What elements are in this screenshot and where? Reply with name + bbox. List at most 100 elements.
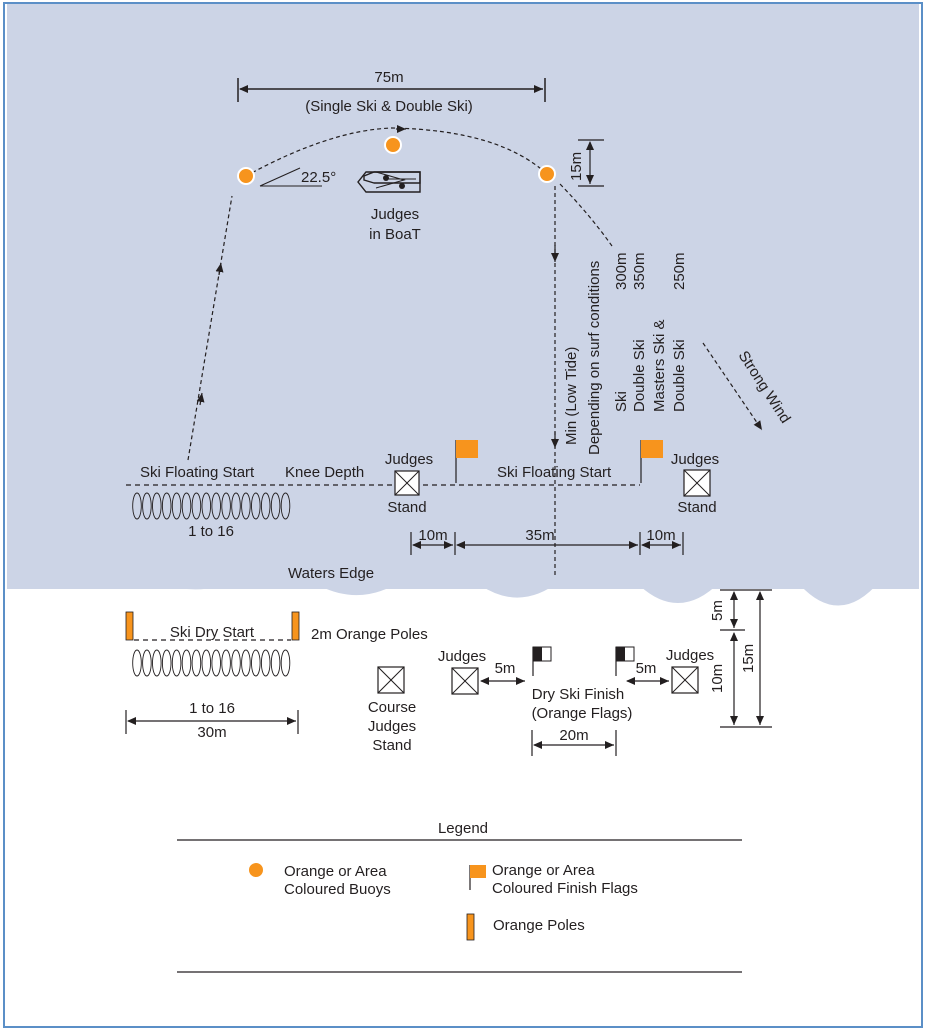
distance-ski: 300m [613,252,630,290]
legend-title: Legend [438,820,488,837]
vertical-5m: 5m [709,600,726,621]
beach-ski-6 [181,649,192,677]
buoy-right [538,165,556,183]
course-judges-line3: Stand [372,737,411,754]
ski-floating-start-left: Ski Floating Start [140,464,255,481]
dry-start-area: Ski Dry Start 2m Orange Poles [125,611,428,643]
water-ski-14 [260,492,271,520]
course-judges-line2: Judges [368,718,416,735]
beach-ski-14 [260,649,271,677]
legend-buoys-line1: Orange or Area [284,863,387,880]
water-ski-6 [181,492,192,520]
water-ski-9 [211,492,221,520]
buoy-spacing-label: 15m [568,152,585,181]
ski-floating-start-right: Ski Floating Start [497,464,612,481]
beach-ski-positions [132,649,291,677]
dry-start-width-label: 30m [197,724,226,741]
legend-flags-line1: Orange or Area [492,862,595,879]
course-judges-line1: Course [368,699,416,716]
course-judges-stand: Course Judges Stand [368,666,416,754]
water-ski-4 [161,492,172,520]
water-ski-10 [221,492,231,520]
water-positions-label: 1 to 16 [188,523,234,540]
water-ski-7 [191,492,202,520]
water-ski-3 [152,492,162,520]
beach-ski-15 [270,649,281,677]
legend-buoy-icon [247,861,265,879]
class-masters-ski: Masters Ski & [651,319,668,412]
water-ski-5 [171,492,182,520]
dim-water-10m-left: 10m [418,527,447,544]
water-ski-13 [251,492,261,520]
finish-flag-water-right [640,440,663,483]
outbound-arrow-upper [215,262,224,276]
frame-border [3,2,923,1028]
waters-edge-label: Waters Edge [288,565,374,582]
wind-arrow [702,342,763,431]
outbound-arrow-lower [196,392,205,406]
angle-label: 22.5° [301,169,336,186]
finish-flag-water-left [455,440,478,483]
finish-gap-left: 5m [495,660,516,677]
legend-poles-label: Orange Poles [493,917,585,934]
water-ski-2 [142,492,152,520]
judges-stand-water-right: Judges Stand [671,451,719,516]
top-dimension-note: (Single Ski & Double Ski) [305,98,473,115]
orange-poles-label: 2m Orange Poles [311,626,428,643]
legend-pole-icon [466,913,475,941]
beach-ski-12 [241,649,251,677]
legend-flags-line2: Coloured Finish Flags [492,880,638,897]
water-ski-15 [270,492,281,520]
distance-masters: 250m [671,252,688,290]
water-ski-11 [231,492,241,520]
finish-judges-left: Judges [438,648,486,695]
finish-judges-right-label: Judges [666,647,714,664]
finish-judges-left-label: Judges [438,648,486,665]
legend-buoys-line2: Coloured Buoys [284,881,391,898]
top-dimension: 75m (Single Ski & Double Ski) [237,69,546,115]
finish-width-dimension: 20m [531,727,617,756]
beach-ski-10 [221,649,231,677]
beach-ski-1 [132,649,142,677]
beach-ski-2 [142,649,152,677]
water-ski-16 [280,492,291,520]
beach-ski-4 [161,649,172,677]
boat-label-2: in BoaT [369,226,421,243]
beach-ski-5 [171,649,182,677]
wind-drift-line [559,183,613,247]
legend-flag-icon [469,865,486,890]
class-double-ski: Double Ski [631,339,648,412]
stand-water-left-label: Stand [387,499,426,516]
beach-ski-7 [191,649,202,677]
beach-ski-16 [280,649,291,677]
legend: Legend Orange or Area Coloured Buoys Ora… [177,820,742,973]
beach-ski-13 [251,649,261,677]
finish-flag-beach-left [532,646,552,676]
finish-title: Dry Ski Finish [532,686,625,703]
orange-pole-left [125,611,134,641]
top-dimension-distance: 75m [374,69,403,86]
knee-depth-label: Knee Depth [285,464,364,481]
course-arc [245,127,549,177]
finish-width-label: 20m [559,727,588,744]
water-ski-1 [132,492,142,520]
finish-gap-right: 5m [636,660,657,677]
finish-flag-beach-right [615,646,635,676]
finish-subtitle: (Orange Flags) [532,705,633,722]
dry-start-width-dimension: 30m [125,710,299,741]
angle-indicator: 22.5° [259,167,336,187]
course-length-line1: Min (Low Tide) [563,347,580,445]
ski-dry-start-label: Ski Dry Start [170,624,255,641]
class-double-ski-2: Double Ski [671,339,688,412]
stand-water-right-label: Stand [677,499,716,516]
beach-ski-9 [211,649,221,677]
judges-water-right-label: Judges [671,451,719,468]
course-length-line2: Depending on surf conditions [586,261,603,455]
judges-stand-water-left: Judges Stand [385,451,433,516]
buoy-spacing-dimension: 15m [568,139,604,187]
outbound-leg [187,195,233,461]
buoy-left [237,167,255,185]
judges-water-left-label: Judges [385,451,433,468]
